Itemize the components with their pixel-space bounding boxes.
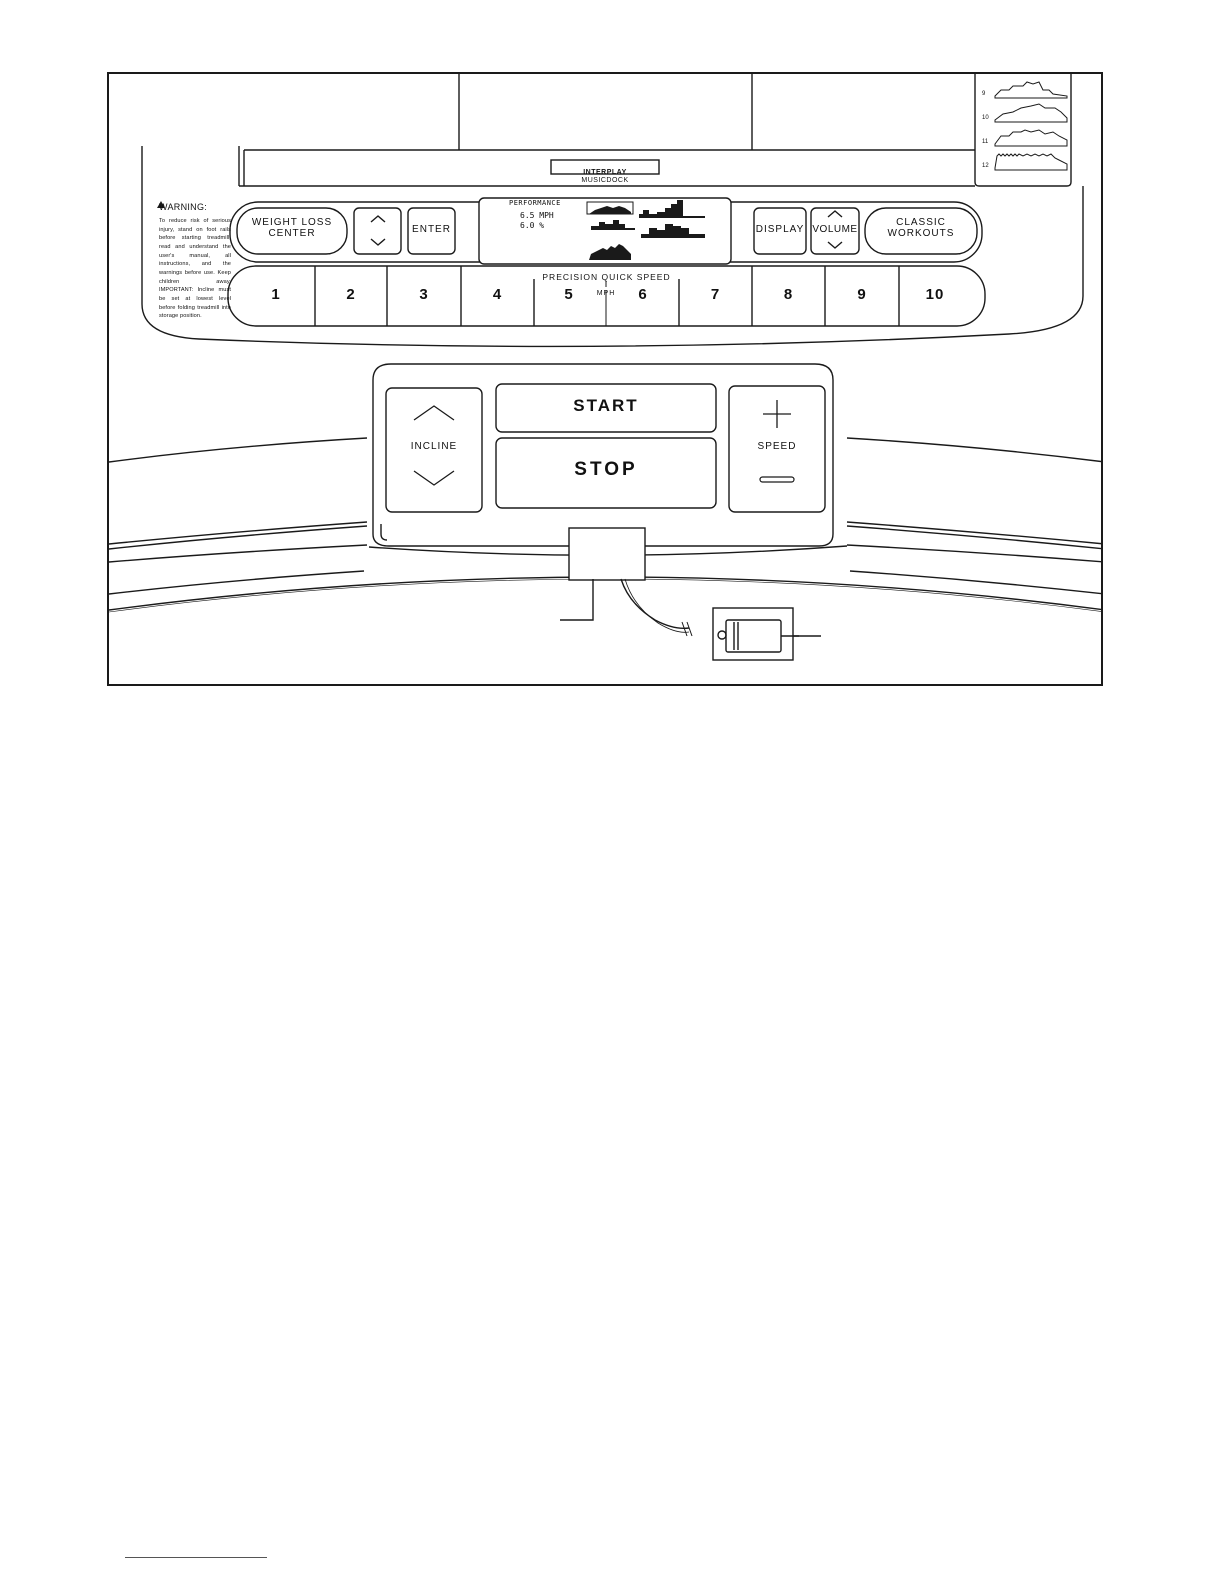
start-outline [495,383,717,433]
lcd-bar-graphs [586,200,705,260]
brand-name: INTERPLAY [583,169,627,177]
speed-up-button[interactable] [742,396,812,432]
warning-triangle-icon [157,201,165,208]
weight-loss-center-button[interactable]: WEIGHT LOSS CENTER [251,217,333,239]
up-down-arrow-button[interactable] [354,208,401,254]
warning-title: WARNING: [159,202,208,212]
quick-speed-key-10[interactable]: 10 [925,286,945,303]
program-number-9: 9 [982,91,986,97]
quick-speed-key-7[interactable]: 7 [710,286,721,303]
quick-speed-key-8[interactable]: 8 [783,286,794,303]
mph-label: MPH [596,290,616,297]
brand-badge-text: INTERPLAY MUSICDOCK [551,162,659,184]
precision-quick-speed-label: PRECISION QUICK SPEED [542,272,671,282]
lower-console-outline [372,363,834,547]
quick-speed-key-5[interactable]: 5 [564,286,574,303]
program-number-11: 11 [982,139,989,145]
warning-body: To reduce risk of serious injury, stand … [159,217,231,320]
start-button[interactable]: START [573,396,639,415]
console-diagram-frame: WARNING: To reduce risk of serious injur… [107,72,1103,686]
workout-profiles-panel [974,74,1072,187]
classic-workouts-button[interactable]: CLASSIC WORKOUTS [887,217,955,239]
page-footer-rule [125,1557,267,1558]
speed-panel [728,385,826,513]
safety-key-icon[interactable] [713,608,793,660]
quick-speed-key-9[interactable]: 9 [857,286,867,303]
safety-key-box [712,607,794,661]
lcd-incline-readout: 6.0 % [520,221,545,230]
program-number-10: 10 [982,115,989,121]
key-holder [568,527,646,581]
stop-button[interactable]: STOP [574,459,638,480]
quick-speed-key-6[interactable]: 6 [638,286,648,303]
brand-suffix: MUSICDOCK [581,176,629,184]
lcd-speed-readout: 6.5 MPH [520,211,554,220]
quick-speed-key-1[interactable]: 1 [271,286,281,303]
stop-outline [495,437,717,509]
upper-console-body [141,186,1084,348]
quick-speed-key-2[interactable]: 2 [346,286,356,303]
enter-button[interactable]: ENTER [412,224,451,235]
incline-label: INCLINE [410,441,458,452]
volume-button[interactable]: VOLUME [812,224,858,235]
incline-up-button[interactable] [399,396,469,432]
warning-label: WARNING: To reduce risk of serious injur… [159,201,231,321]
program-number-12: 12 [982,163,989,169]
lcd-title: PERFORMANCE [509,199,561,207]
speed-label: SPEED [757,441,797,452]
display-button[interactable]: DISPLAY [755,224,805,235]
quick-speed-key-4[interactable]: 4 [492,286,503,303]
console-line-art [109,74,1101,661]
speed-down-button[interactable] [742,464,812,500]
quick-speed-key-3[interactable]: 3 [419,286,429,303]
incline-down-button[interactable] [399,460,469,496]
brand-badge [550,159,660,175]
incline-panel [385,387,483,513]
